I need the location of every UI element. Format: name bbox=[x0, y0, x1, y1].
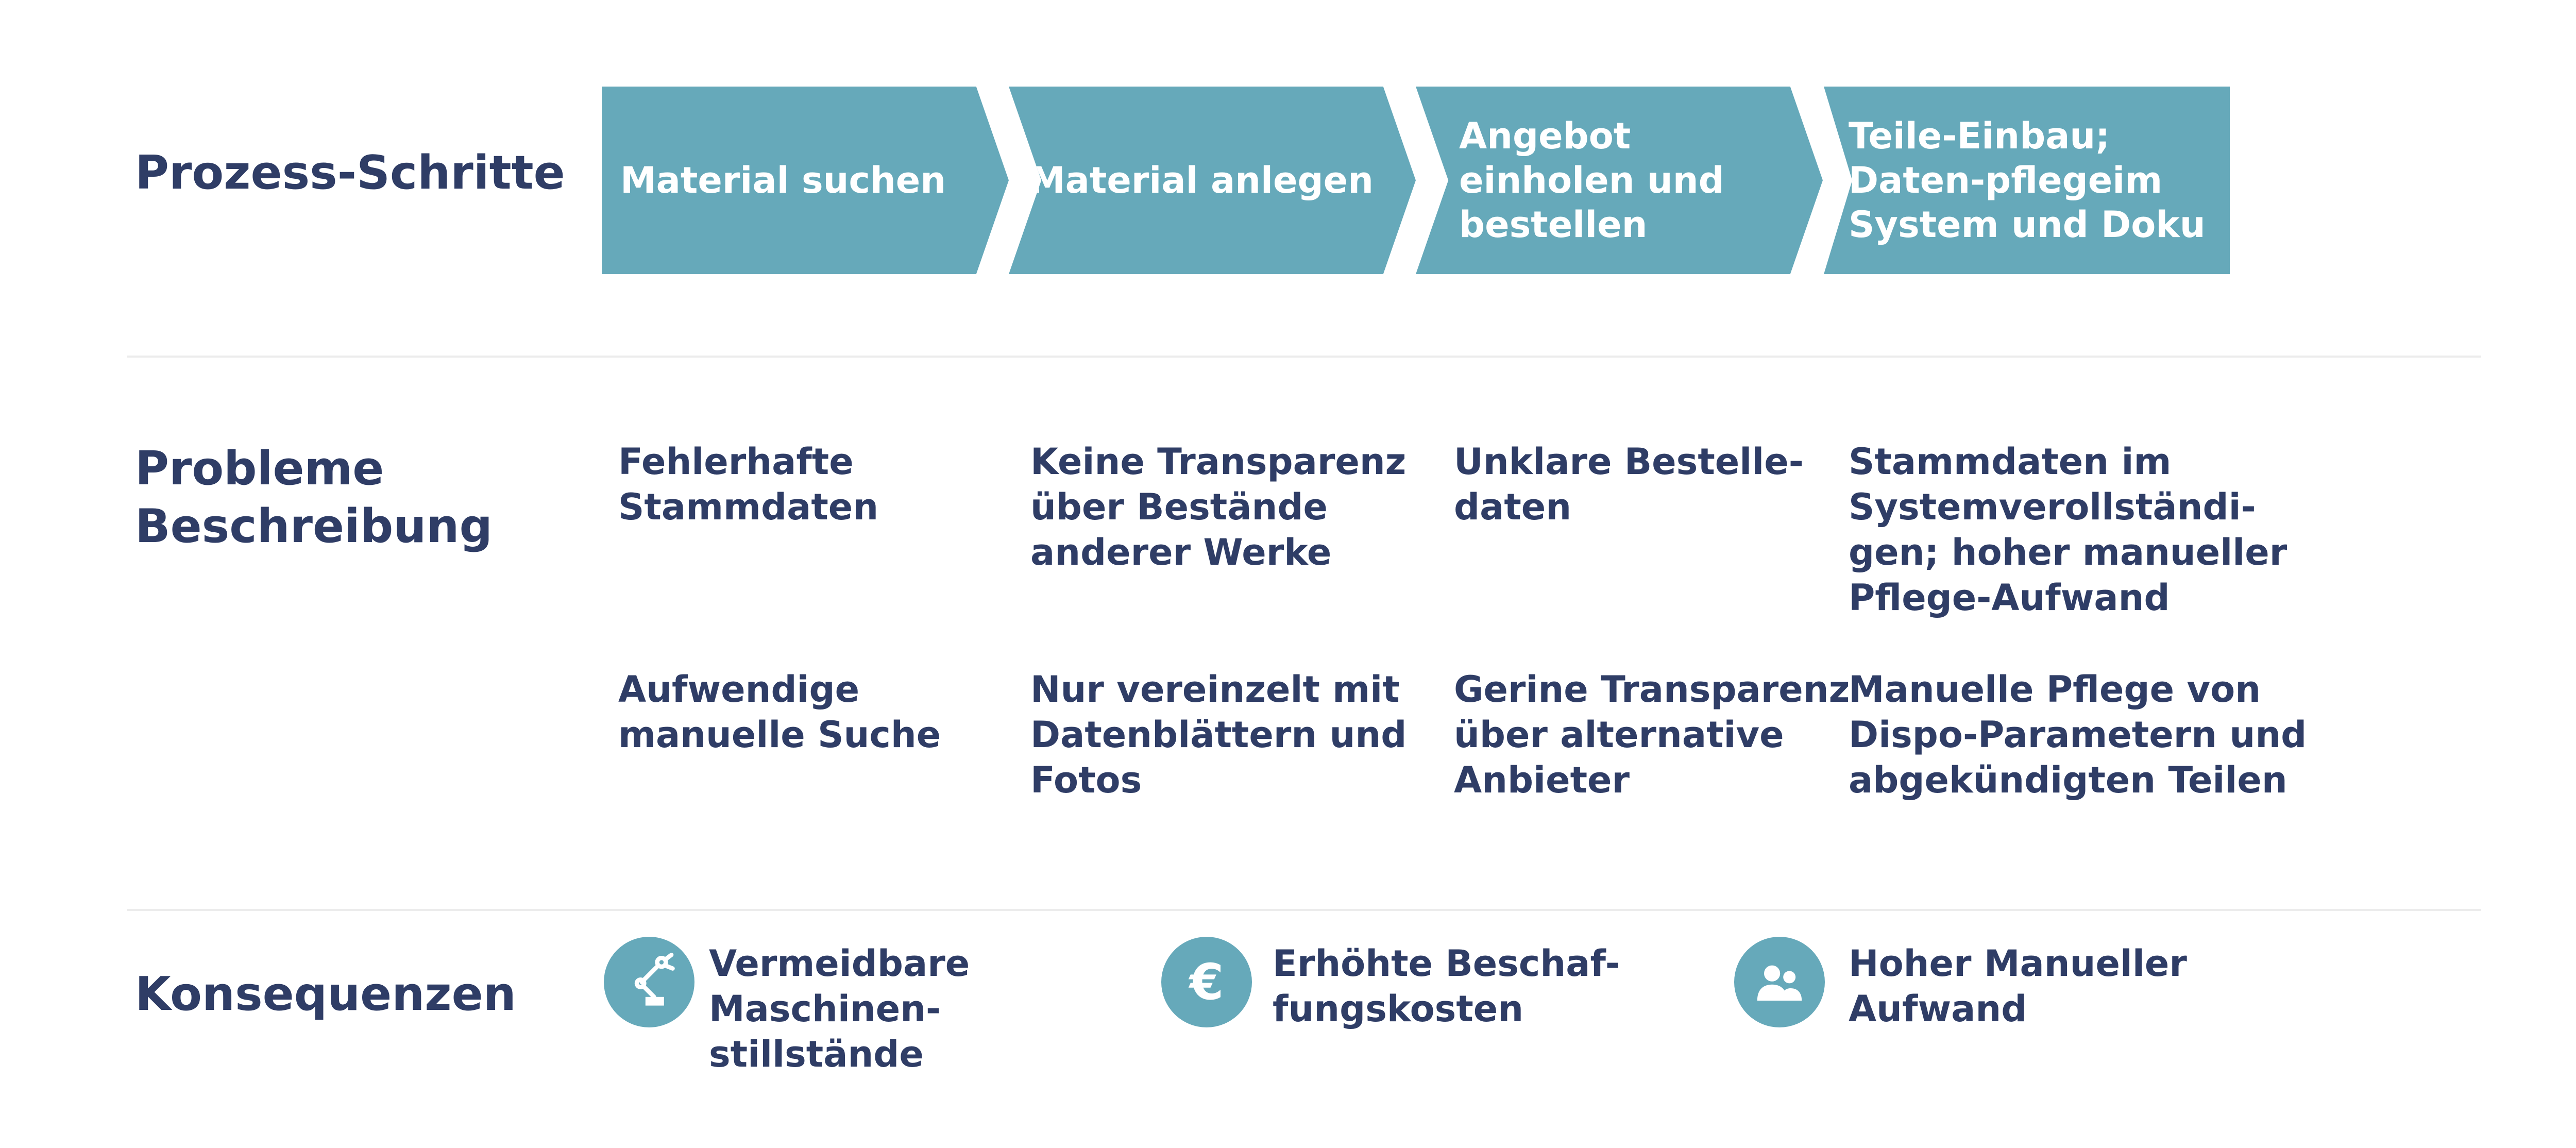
row-label-process: Prozess-Schritte bbox=[135, 146, 565, 200]
process-step-1: Material suchen bbox=[602, 87, 1009, 274]
problem-step1-a: Fehlerhafte Stammdaten bbox=[618, 441, 879, 528]
problem-step4-b: Manuelle Pflege von Dispo-Parametern und… bbox=[1849, 668, 2307, 801]
process-step-4: Teile-Einbau; Daten-pflegeim System und … bbox=[1824, 87, 2230, 274]
process-step-2: Material anlegen bbox=[1009, 87, 1416, 274]
consequence-text-2: Erhöhte Beschaf- fungskosten bbox=[1273, 942, 1620, 1030]
row-label-consequences: Konsequenzen bbox=[135, 967, 516, 1021]
robot-arm-icon bbox=[604, 937, 694, 1027]
problem-step3-b: Gerine Transparenz über alternative Anbi… bbox=[1454, 668, 1850, 801]
process-step-label: Angebot einholen und bestellen bbox=[1459, 115, 1724, 246]
process-step-label: Material suchen bbox=[620, 159, 946, 201]
problem-step3-a: Unklare Bestelle- daten bbox=[1454, 441, 1804, 528]
divider-top bbox=[127, 356, 2481, 358]
consequence-text-3: Hoher Manueller Aufwand bbox=[1849, 942, 2187, 1030]
euro-icon: € bbox=[1161, 937, 1252, 1027]
process-step-label: Teile-Einbau; Daten-pflegeim System und … bbox=[1849, 115, 2206, 246]
problem-step2-b: Nur vereinzelt mit Datenblättern und Fot… bbox=[1030, 668, 1407, 801]
divider-bottom bbox=[127, 909, 2481, 911]
problem-step1-b: Aufwendige manuelle Suche bbox=[618, 668, 941, 756]
row-label-problems: Probleme Beschreibung bbox=[135, 442, 493, 553]
process-step-3: Angebot einholen und bestellen bbox=[1416, 87, 1823, 274]
problem-step2-a: Keine Transparenz über Bestände anderer … bbox=[1030, 441, 1406, 573]
process-step-label: Material anlegen bbox=[1029, 159, 1374, 201]
problem-step4-a: Stammdaten im Systemverollständi- gen; h… bbox=[1849, 441, 2287, 619]
consequence-text-1: Vermeidbare Maschinen- stillstände bbox=[709, 942, 970, 1075]
euro-symbol: € bbox=[1189, 953, 1224, 1011]
people-icon bbox=[1734, 937, 1825, 1027]
